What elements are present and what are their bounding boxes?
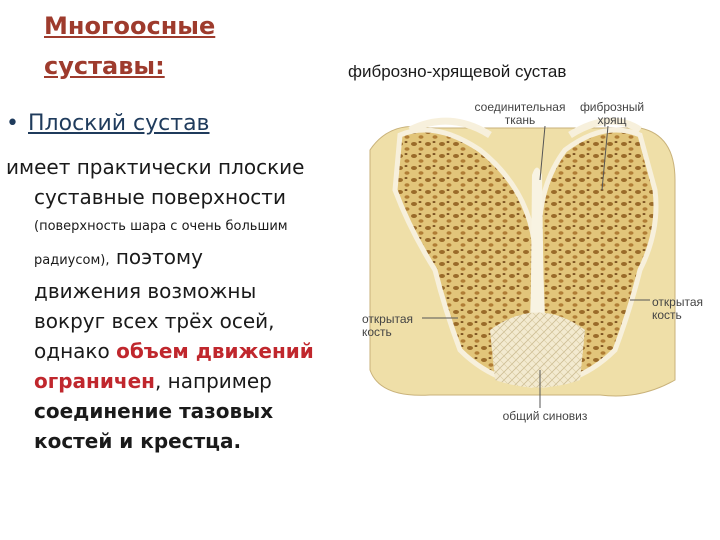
label-line: кость [652,309,712,322]
label-synovium: общий синовиз [490,410,600,423]
body-text-fragment: , например [155,369,272,393]
body-note: (поверхность шара с очень большим [6,212,346,242]
body-note: радиусом), [34,253,109,268]
label-line: хрящ [572,114,652,127]
body-text-fragment: однако [34,339,116,363]
body-line: ограничен, например [6,366,346,396]
body-line: имеет практически плоские [6,152,346,182]
body-text-fragment: поэтому [109,245,202,269]
label-line: кость [362,326,432,339]
description-text: имеет практически плоские суставные пове… [6,152,346,456]
label-open-bone-left: открытая кость [362,313,432,339]
label-line: ткань [470,114,570,127]
body-line: соединение тазовых [6,396,346,426]
body-line: движения возможны [6,276,346,306]
bullet-item: •Плоский сустав [6,111,210,136]
highlight-text: объем движений [116,339,314,363]
body-line: однако объем движений [6,336,346,366]
label-open-bone-right: открытая кость [652,296,712,322]
bullet-icon: • [6,111,28,136]
figure-title: фиброзно-хрящевой сустав [348,62,566,82]
title-line-2: суставы: [44,46,274,86]
body-line: костей и крестца. [6,426,346,456]
joint-illustration [340,80,685,415]
title-line-1: Многоосные [44,6,274,46]
body-line: радиусом), поэтому [6,242,346,276]
body-line: суставные поверхности [6,182,346,212]
label-fibrous-cartilage: фиброзный хрящ [572,101,652,127]
body-line: вокруг всех трёх осей, [6,306,346,336]
fibrous-cartilage-base [490,313,585,388]
highlight-text: ограничен [34,369,155,393]
label-connective-tissue: соединительная ткань [470,101,570,127]
bullet-text: Плоский сустав [28,111,210,136]
slide-title: Многоосные суставы: [44,6,274,86]
